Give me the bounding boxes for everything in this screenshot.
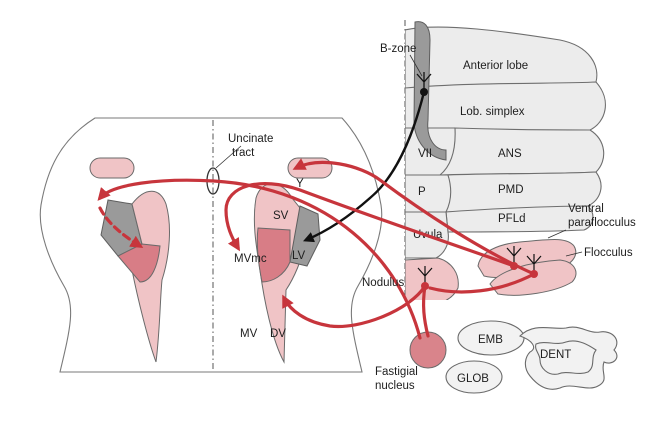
sv-label: SV [273,210,289,222]
purkinje-cell-flocculus [526,254,542,272]
b-zone-label: B-zone [380,43,416,55]
y-label: Y [296,178,304,190]
nodulus-to-dv-path [282,284,427,329]
anterior-lobe-label: Anterior lobe [463,60,528,72]
p-label: P [418,186,426,198]
ans-label: ANS [498,148,522,160]
dv-label: DV [270,328,286,340]
deep-nuclei: EMB GLOB DENT Fastigial nucleus [375,320,618,394]
b-zone [413,21,447,161]
right-mvmc [256,227,291,283]
flocculus-to-mvmc-path [224,182,516,268]
purkinje-cell-nodulus [417,266,433,284]
glob-label: GLOB [457,373,489,385]
left-vestibular-nuclei [89,157,170,363]
left-dashed-path [98,206,144,249]
flocculus-to-nodulus-path [428,272,536,294]
dent-label: DENT [540,349,571,361]
mv-label: MV [240,328,258,340]
bzone-to-lv-path [303,90,426,243]
pmd-label: PMD [498,184,524,196]
purkinje-cell-bzone [416,72,432,90]
dent-nucleus [518,326,618,390]
nodulus-label: Nodulus [362,277,404,289]
paraflocculus-label: paraflocculus [568,217,636,229]
brainstem-section: Uncinate tract Y SV LV MVmc MV DV [39,117,383,373]
emb-label: EMB [478,334,503,346]
pfld-lobule [445,205,594,233]
anterior-lobe [405,26,598,89]
lobule-p [405,174,453,213]
left-y-group [89,157,135,179]
vii-label: VII [418,148,432,160]
tract-label: tract [232,147,255,159]
glob-nucleus [445,360,503,394]
fastigial-label: Fastigial [375,366,418,378]
purkinje-cell-vpfl [506,246,522,264]
flocculus-label: Flocculus [584,247,633,259]
lob-simplex-label: Lob. simplex [460,106,525,118]
ventral-label: Ventral [568,203,604,215]
uncinate-to-left-path [97,178,422,340]
pfld-label: PFLd [498,213,526,225]
projection-pathways [97,72,542,340]
nodulus-to-fastigial-path [421,284,430,338]
nucleus-label: nucleus [375,380,415,392]
nodulus-to-y-path [292,158,536,276]
ans-lobule [438,127,605,176]
mvmc-label: MVmc [234,253,267,265]
lv-label: LV [292,250,306,262]
uncinate-label: Uncinate [228,133,273,145]
cerebellum-section: Anterior lobe Lob. simplex VII ANS P PMD… [380,20,636,300]
brainstem-outline [39,117,383,373]
left-mvmc [117,243,161,283]
